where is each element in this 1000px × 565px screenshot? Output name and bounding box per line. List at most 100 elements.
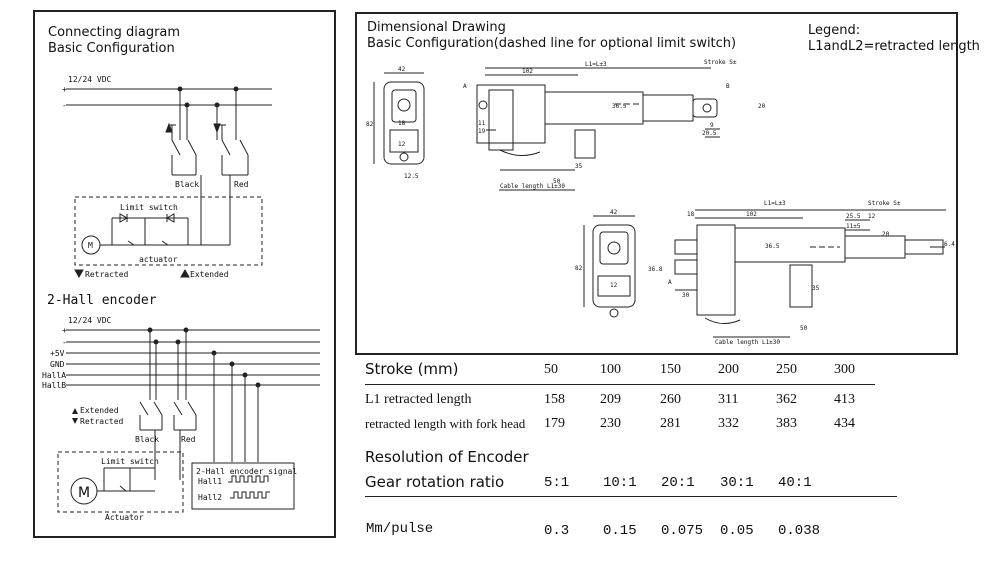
dim2-36-8: 36.8 — [648, 266, 663, 273]
dim2-cable: Cable length L1±30 — [715, 339, 780, 346]
mm-0-05: 0.05 — [720, 523, 754, 539]
dim2-25-5: 25.5 — [846, 213, 861, 220]
legend-text: L1andL2=retracted length — [808, 39, 980, 54]
dim1-18: 18 — [398, 120, 406, 127]
retracted-arrow-icon — [72, 418, 78, 424]
connecting-diagram-title: Connecting diagram — [48, 25, 181, 40]
stroke-150: 150 — [660, 362, 681, 377]
gear-40-1: 40:1 — [778, 475, 812, 491]
fork-332: 332 — [718, 416, 739, 431]
dim1-50: 50 — [553, 178, 561, 185]
gear-30-1: 30:1 — [720, 475, 754, 491]
l1-413: 413 — [834, 392, 855, 407]
stroke-100: 100 — [600, 362, 621, 377]
stroke-header: Stroke (mm) — [365, 360, 459, 378]
stroke-divider — [365, 384, 875, 385]
black-relay-label: Black — [175, 180, 199, 189]
mm-pulse-label: Mm/pulse — [366, 521, 434, 537]
basic-configuration-subtitle: Basic Configuration — [48, 41, 175, 56]
fork-281: 281 — [660, 416, 681, 431]
dim2-30: 30 — [682, 292, 690, 299]
mm-0-038: 0.038 — [778, 523, 821, 539]
actuator-label: actuator — [139, 255, 178, 264]
hall-limit-switch-label: Limit switch — [101, 457, 159, 466]
encoder-signal-title: 2-Hall encoder signal — [196, 467, 297, 476]
resolution-title: Resolution of Encoder — [365, 448, 529, 466]
dim2-36-5: 36.5 — [765, 243, 780, 250]
gear-5-1: 5:1 — [544, 475, 570, 491]
stroke-250: 250 — [776, 362, 797, 377]
red-relay-label: Red — [234, 180, 249, 189]
rail-5v-label: +5V — [50, 349, 65, 358]
l1-label: L1 retracted length — [365, 392, 472, 407]
dim2-20: 20 — [882, 231, 890, 238]
stroke-200: 200 — [718, 362, 739, 377]
retracted-label: Retracted — [85, 270, 129, 279]
dimensional-drawing-subtitle: Basic Configuration(dashed line for opti… — [367, 36, 737, 51]
dim1-35: 35 — [575, 163, 583, 170]
limit-switch-label: Limit switch — [120, 203, 178, 212]
mm-0-3: 0.3 — [544, 523, 570, 539]
dim2-18: 18 — [687, 211, 695, 218]
dim2-12: 12 — [610, 282, 618, 289]
plus-rail-label: + — [62, 85, 67, 94]
extended-label: Extended — [190, 270, 229, 279]
hall-actuator-label: Actuator — [105, 513, 144, 522]
hall-minus-label: - — [62, 338, 67, 347]
l1-260: 260 — [660, 392, 681, 407]
hall2-label: Hall2 — [198, 493, 222, 502]
dim2-50: 50 — [800, 325, 808, 332]
dim1-12-5: 12.5 — [404, 173, 419, 180]
dim1-19: 19 — [478, 128, 486, 135]
minus-rail-label: - — [62, 101, 67, 110]
dim1-82: 82 — [366, 121, 374, 128]
dimensional-drawing-panel — [355, 12, 958, 355]
dim2-l1: L1=L±3 — [764, 200, 786, 207]
dim2-42: 42 — [610, 209, 618, 216]
dim1-l1: L1=L±3 — [585, 61, 607, 68]
dim1-stroke: Stroke S± — [704, 59, 737, 66]
extended-arrow-icon — [72, 408, 78, 414]
hall1-label: Hall1 — [198, 477, 222, 486]
stroke-50: 50 — [544, 362, 558, 377]
gear-divider — [365, 496, 897, 497]
l1-158: 158 — [544, 392, 565, 407]
dim1-9: 9 — [710, 122, 714, 129]
dim1-cable: Cable length L1±30 — [500, 183, 565, 190]
hall-plus-label: + — [62, 326, 67, 335]
gear-label: Gear rotation ratio — [365, 473, 505, 491]
hall-retracted-label: Retracted — [80, 417, 124, 426]
dim1-42: 42 — [398, 66, 406, 73]
gear-10-1: 10:1 — [603, 475, 637, 491]
rail-hallb-label: HallB — [42, 381, 66, 390]
gear-20-1: 20:1 — [661, 475, 695, 491]
dim2-35: 35 — [812, 285, 820, 292]
fork-label: retracted length with fork head — [365, 416, 526, 431]
dim2-stroke: Stroke S± — [868, 200, 901, 207]
fork-434: 434 — [834, 416, 855, 431]
dim2-6-4: 6.4 — [944, 241, 955, 248]
mm-0-15: 0.15 — [603, 523, 637, 539]
hall-red-label: Red — [181, 435, 196, 444]
dim2-box-a: A — [668, 279, 672, 286]
dim1-36-5: 36.5 — [612, 103, 627, 110]
dim2-82: 82 — [575, 265, 583, 272]
fork-230: 230 — [600, 416, 621, 431]
dim2-11-5: 11±5 — [846, 223, 861, 230]
l1-362: 362 — [776, 392, 797, 407]
legend-title: Legend: — [808, 23, 861, 38]
dim1-box-b: B — [726, 83, 730, 90]
dim2-102: 102 — [746, 211, 757, 218]
motor-label: M — [88, 241, 93, 250]
dim1-102: 102 — [522, 68, 533, 75]
dimensional-drawing-title: Dimensional Drawing — [367, 20, 506, 35]
l1-209: 209 — [600, 392, 621, 407]
rail-halla-label: HallA — [42, 371, 66, 380]
fork-383: 383 — [776, 416, 797, 431]
hall-motor-label: M — [78, 485, 90, 501]
